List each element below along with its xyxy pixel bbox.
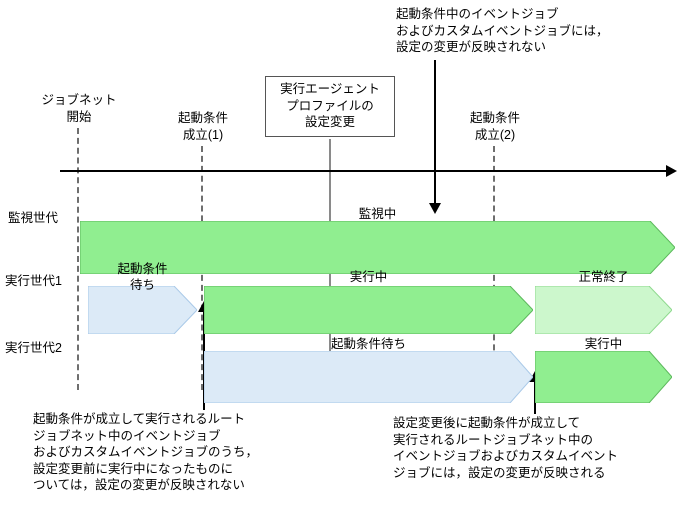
bar-monitoring-shape [80,188,675,274]
bar-ended-normally-shape [535,253,672,334]
marker-line-jobnet-start [77,128,79,390]
bar-running-label: 実行中 [349,269,388,284]
bar-monitoring-label: 監視中 [358,207,397,222]
time-axis-arrowhead [666,165,677,177]
bar-running-2: 実行中 [535,318,672,403]
annotation-bottom-right-text: 設定変更後に起動条件が成立して 実行されるルートジョブネット中の イベントジョブ… [393,416,619,480]
marker-label-start-condition-2: 起動条件 成立(2) [469,111,520,142]
bar-running-shape [204,253,533,334]
bar-monitoring: 監視中 [80,188,675,274]
bar-running-2-shape [535,318,672,403]
bar-waiting-for-start-condition-shape [88,253,197,334]
time-axis-line [60,170,668,172]
annotation-top-text: 起動条件中のイベントジョブ およびカスタムイベントジョブには， 設定の変更が反映… [396,7,609,54]
bar-waiting-for-start-condition-2-label: 起動条件待ち [330,336,406,351]
bar-running: 実行中 [204,253,533,334]
marker-label-start-condition-1: 起動条件 成立(1) [177,111,228,142]
annotation-top-pointer-line [434,60,436,206]
marker-label-profile-change: 実行エージェント プロファイルの 設定変更 [265,76,395,137]
bar-waiting-for-start-condition-label: 起動条件 待ち [117,261,168,293]
bar-running-2-label: 実行中 [584,336,623,351]
annotation-bottom-left-text: 起動条件が成立して実行されるルート ジョブネット中のイベントジョブ およびカスタ… [33,412,259,492]
marker-label-jobnet-start: ジョブネット 開始 [41,93,117,124]
bar-ended-normally: 正常終了 [535,253,672,334]
row-label-exec-generation-2: 実行世代2 [5,341,62,355]
row-label-monitor-generation: 監視世代 [8,211,59,225]
bar-waiting-for-start-condition-2: 起動条件待ち [204,318,533,403]
row-label-exec-generation-1: 実行世代1 [5,274,62,288]
bar-ended-normally-label: 正常終了 [578,269,629,284]
bar-waiting-for-start-condition-2-shape [204,318,533,403]
annotation-top-pointer-arrowhead [429,203,441,214]
bar-waiting-for-start-condition: 起動条件 待ち [88,253,197,334]
